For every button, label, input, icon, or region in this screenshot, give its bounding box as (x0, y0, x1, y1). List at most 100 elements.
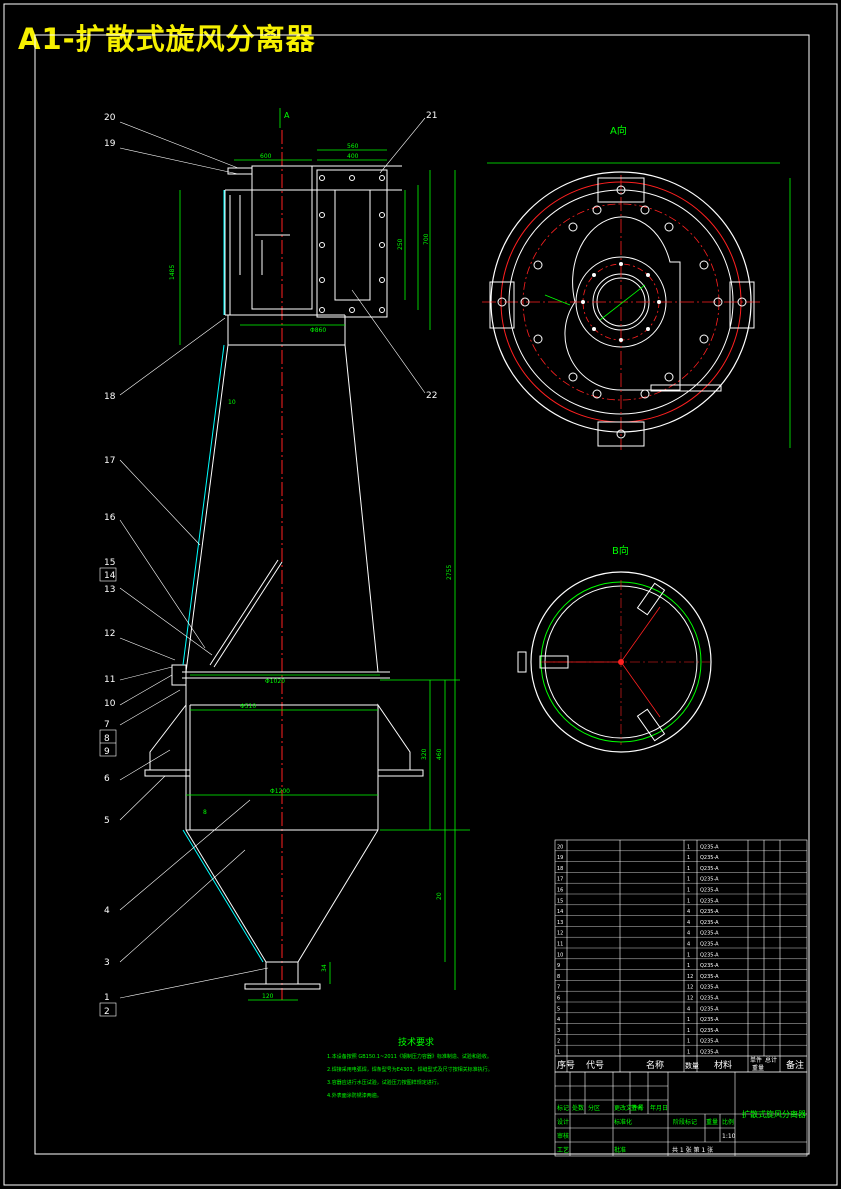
bom-cell-qty: 1 (687, 898, 690, 904)
dim-text: Φ1200 (270, 788, 290, 795)
scale-value: 1:10 (722, 1133, 736, 1140)
dim-text: Φ860 (310, 327, 326, 334)
part-number: 21 (426, 111, 437, 121)
tb-label: 标记 (557, 1104, 569, 1112)
view-a-label: A向 (610, 124, 627, 137)
tb-label: 设计 (557, 1118, 569, 1126)
drawing-name: 扩散式旋风分离器 (742, 1109, 806, 1119)
part-number: 16 (104, 513, 116, 523)
tb-label: 审核 (557, 1132, 569, 1140)
dim-text: 460 (436, 748, 443, 760)
bom-cell-qty: 1 (687, 1028, 690, 1034)
dim-text: Φ1020 (265, 678, 285, 685)
bom-cell-no: 5 (557, 1006, 560, 1012)
title-block (554, 1071, 808, 1157)
tech-req-line: 2.焊接采用电弧焊，焊条型号为E4303，焊缝型式及尺寸按相关标准执行。 (327, 1066, 493, 1073)
bom-cell-qty: 1 (687, 888, 690, 894)
bom-cell-no: 12 (557, 931, 563, 937)
bom-cell-no: 6 (557, 996, 560, 1002)
bom-cell-mat: Q235-A (700, 1028, 719, 1034)
bom-cell-no: 14 (557, 909, 563, 915)
part-number: 11 (104, 675, 115, 685)
bom-cell-no: 7 (557, 985, 560, 991)
section-marker: A (279, 108, 290, 128)
part-number: 4 (104, 906, 110, 916)
bom-cell-mat: Q235-A (700, 877, 719, 883)
bom-cell-mat: Q235-A (700, 942, 719, 948)
bom-cell-qty: 1 (687, 1039, 690, 1045)
bom-cell-no: 16 (557, 888, 563, 894)
part-number: 9 (104, 747, 110, 757)
bom-table (554, 839, 808, 1073)
part-number-labels: 20 19 18 17 16 15 14 13 12 11 10 7 8 9 6… (104, 111, 437, 1017)
bom-cell-qty: 12 (687, 996, 693, 1002)
view-b-label: B向 (612, 544, 629, 557)
bom-cell-no: 20 (557, 844, 563, 850)
drawing-title: A1-扩散式旋风分离器 (18, 22, 316, 56)
tb-label: 处数 (572, 1104, 584, 1112)
bom-cell-mat: Q235-A (700, 844, 719, 850)
bom-header-cell: 数量 (685, 1061, 699, 1070)
tb-label: 年月日 (650, 1104, 668, 1112)
part-number: 20 (104, 113, 116, 123)
bom-cell-mat: Q235-A (700, 920, 719, 926)
tb-label: 更改文件号 (614, 1104, 644, 1112)
bom-cell-qty: 4 (687, 942, 690, 948)
bom-cell-qty: 1 (687, 855, 690, 861)
tech-requirements: 技术要求 1.本设备按照 GB150.1~2011《钢制压力容器》标准制造、试验… (327, 1036, 493, 1099)
bom-header-cell: 备注 (786, 1059, 804, 1071)
dimension-text: 600 560 400 1485 2755 700 250 320 460 Φ1… (169, 143, 453, 1000)
bom-cell-mat: Q235-A (700, 1039, 719, 1045)
bom-cell-mat: Q235-A (700, 963, 719, 969)
bom-header: 序号 代号 名称 数量 材料 单件 总计 备注 重量 (557, 1056, 804, 1072)
bom-cell-mat: Q235-A (700, 985, 719, 991)
bom-header-cell: 单件 (750, 1056, 762, 1064)
bom-cell-qty: 1 (687, 952, 690, 958)
bom-header-cell: 总计 (765, 1056, 777, 1064)
bom-cell-mat: Q235-A (700, 1006, 719, 1012)
part-number: 2 (104, 1007, 110, 1017)
bom-cell-mat: Q235-A (700, 855, 719, 861)
bom-cell-no: 17 (557, 877, 563, 883)
bom-cell-mat: Q235-A (700, 898, 719, 904)
tb-label: 工艺 (557, 1146, 569, 1154)
tech-req-line: 1.本设备按照 GB150.1~2011《钢制压力容器》标准制造、试验和验收。 (327, 1053, 492, 1060)
title-block-text: 扩散式旋风分离器 1:10 共 1 张 第 1 张 标记 处数 分区 更改文件号… (557, 1104, 806, 1154)
bom-cell-qty: 1 (687, 963, 690, 969)
dim-text: 10 (228, 399, 236, 406)
part-number: 3 (104, 958, 110, 968)
tb-label: 重量 (706, 1118, 718, 1126)
bom-cell-no: 13 (557, 920, 563, 926)
bom-cell-no: 2 (557, 1039, 560, 1045)
bom-header-cell: 材料 (714, 1059, 732, 1071)
bom-cell-no: 19 (557, 855, 563, 861)
bom-cell-qty: 1 (687, 877, 690, 883)
bom-cell-qty: 1 (687, 866, 690, 872)
dim-text: Φ510 (240, 703, 256, 710)
sheet-frame (3, 3, 838, 1186)
bom-cell-no: 3 (557, 1028, 560, 1034)
view-b: B向 (517, 544, 712, 753)
bom-cell-qty: 4 (687, 1006, 690, 1012)
tb-label: 分区 (588, 1104, 600, 1112)
bom-cell-mat: Q235-A (700, 1050, 719, 1056)
bom-cell-mat: Q235-A (700, 1017, 719, 1023)
bom-cell-mat: Q235-A (700, 931, 719, 937)
dim-text: 120 (262, 993, 274, 1000)
bom-cell-no: 18 (557, 866, 563, 872)
bom-cell-qty: 4 (687, 931, 690, 937)
part-number: 6 (104, 774, 110, 784)
tech-req-heading: 技术要求 (398, 1036, 434, 1048)
bom-cell-qty: 4 (687, 909, 690, 915)
dim-text: 20 (436, 892, 443, 900)
dim-text: 250 (397, 238, 404, 250)
bom-cell-mat: Q235-A (700, 952, 719, 958)
bom-cell-qty: 1 (687, 844, 690, 850)
part-number: 10 (104, 699, 116, 709)
sheet-count: 共 1 张 第 1 张 (672, 1146, 713, 1154)
part-number: 12 (104, 629, 115, 639)
bom-cell-mat: Q235-A (700, 909, 719, 915)
main-elevation-view (144, 130, 424, 1000)
